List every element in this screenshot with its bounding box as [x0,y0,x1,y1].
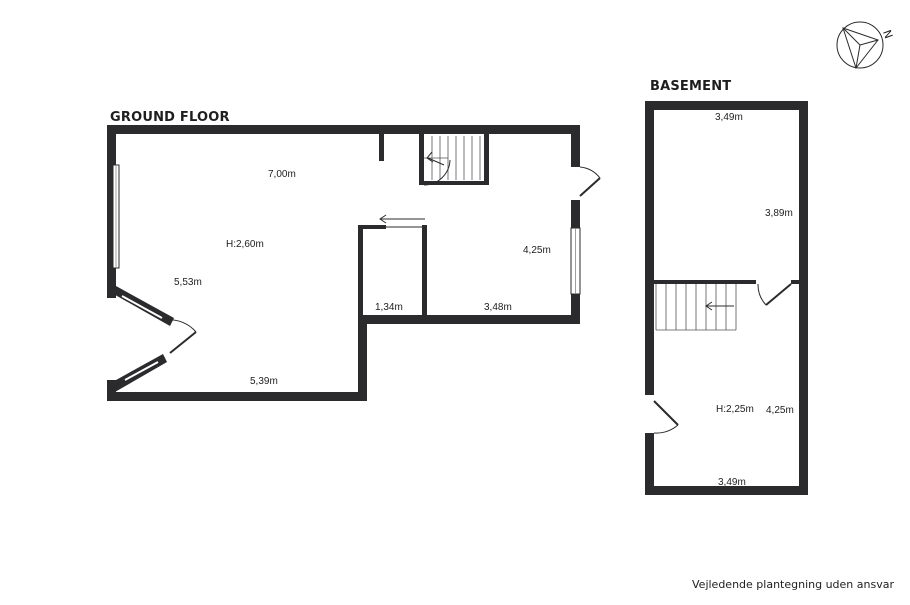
label-right-bottom: 3,48m [484,302,512,313]
disclaimer-text: Vejledende plantegning uden ansvar [692,578,894,591]
basement-label-top: 3,49m [715,112,743,123]
north-letter: N [880,28,895,40]
direction-arrow-icon [379,214,425,224]
ground-floor-doors [167,166,601,354]
north-compass-icon: N [836,21,895,70]
basement-title: BASEMENT [650,79,731,94]
label-ceiling-height: H:2,60m [226,239,264,250]
label-left-side: 5,53m [174,277,202,288]
ground-floor-stairs [423,136,481,186]
basement-doors [653,283,792,434]
basement-walls [645,101,808,495]
ground-floor-title: GROUND FLOOR [110,110,230,125]
label-right-side: 4,25m [523,245,551,256]
basement-label-upper-side: 3,89m [765,208,793,219]
basement-label-height: H:2,25m [716,404,754,415]
basement-stairs [655,284,737,331]
label-width-top: 7,00m [268,169,296,180]
label-closet: 1,34m [375,302,403,313]
label-bottom: 5,39m [250,376,278,387]
basement-label-lower-side: 4,25m [766,405,794,416]
basement-label-bottom: 3,49m [718,477,746,488]
ground-floor-walls [107,125,581,401]
